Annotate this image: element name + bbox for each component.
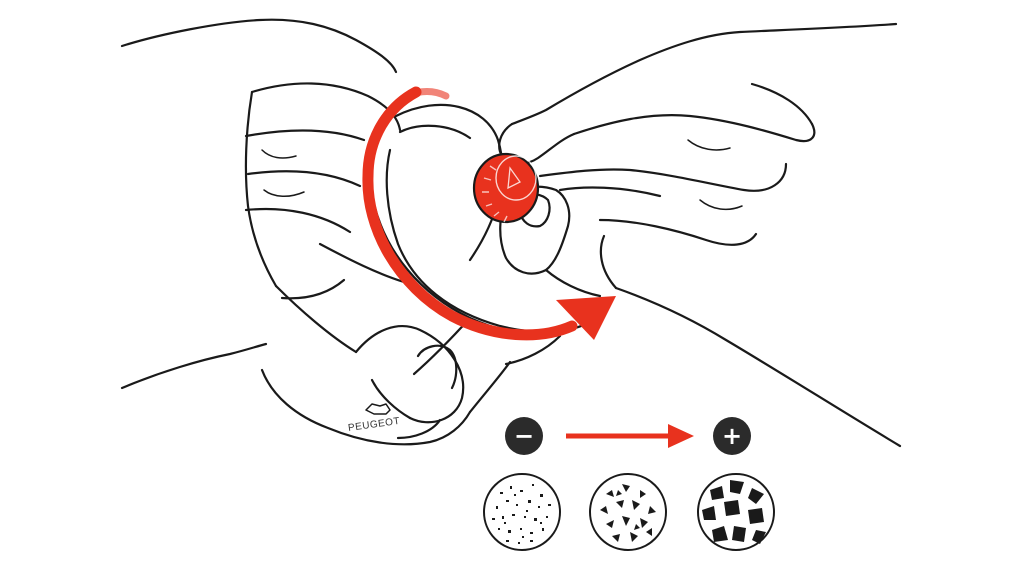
right-hand bbox=[498, 22, 902, 448]
plus-icon: + bbox=[713, 417, 751, 455]
fine-grind-icon bbox=[483, 473, 561, 551]
peugeot-logo: PEUGEOT bbox=[347, 403, 401, 434]
minus-icon: − bbox=[505, 417, 543, 455]
svg-text:−: − bbox=[514, 422, 534, 450]
right-arrow-icon bbox=[566, 424, 694, 448]
svg-text:+: + bbox=[722, 422, 742, 450]
pepper-mill: PEUGEOT bbox=[260, 103, 592, 446]
brand-label: PEUGEOT bbox=[347, 416, 400, 434]
medium-grind-icon bbox=[589, 473, 667, 551]
grind-scale: − + bbox=[483, 417, 775, 551]
left-hand bbox=[120, 18, 465, 424]
clockwise-rotation-arrow-icon bbox=[362, 86, 616, 341]
grind-adjustment-knob bbox=[472, 152, 540, 224]
coarse-grind-icon bbox=[697, 473, 775, 551]
